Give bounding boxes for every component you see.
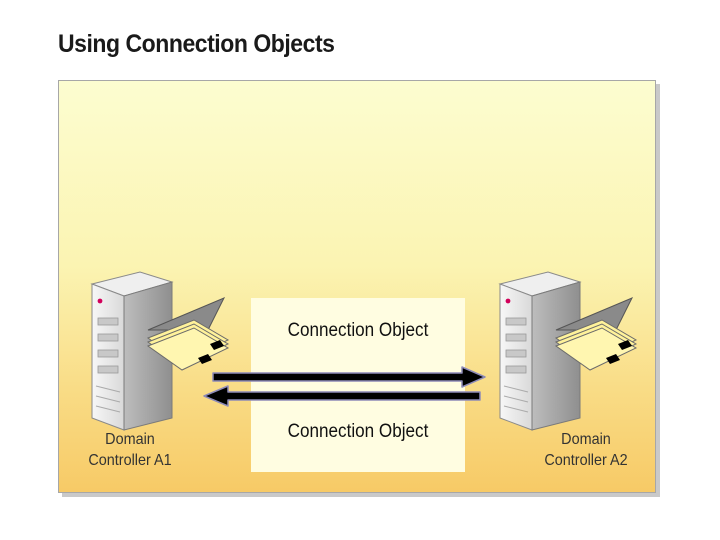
arrow-right-icon <box>212 366 486 388</box>
slide-title: Using Connection Objects <box>58 30 335 58</box>
server-label-a2: Domain Controller A2 <box>523 429 649 471</box>
document-stack-icon <box>554 297 638 371</box>
server-icon <box>90 271 174 431</box>
server-icon <box>498 271 582 431</box>
connection-label-box <box>251 298 465 472</box>
connection-object-label-bottom: Connection Object <box>287 421 429 442</box>
arrow-left-icon <box>203 385 481 407</box>
server-label-line: Domain <box>105 431 155 448</box>
server-label-a1: Domain Controller A1 <box>67 429 193 471</box>
document-stack-icon <box>146 297 230 371</box>
server-label-line: Controller A1 <box>88 452 172 469</box>
server-label-line: Domain <box>561 431 611 448</box>
server-label-line: Controller A2 <box>544 452 628 469</box>
connection-object-label-top: Connection Object <box>287 320 429 341</box>
